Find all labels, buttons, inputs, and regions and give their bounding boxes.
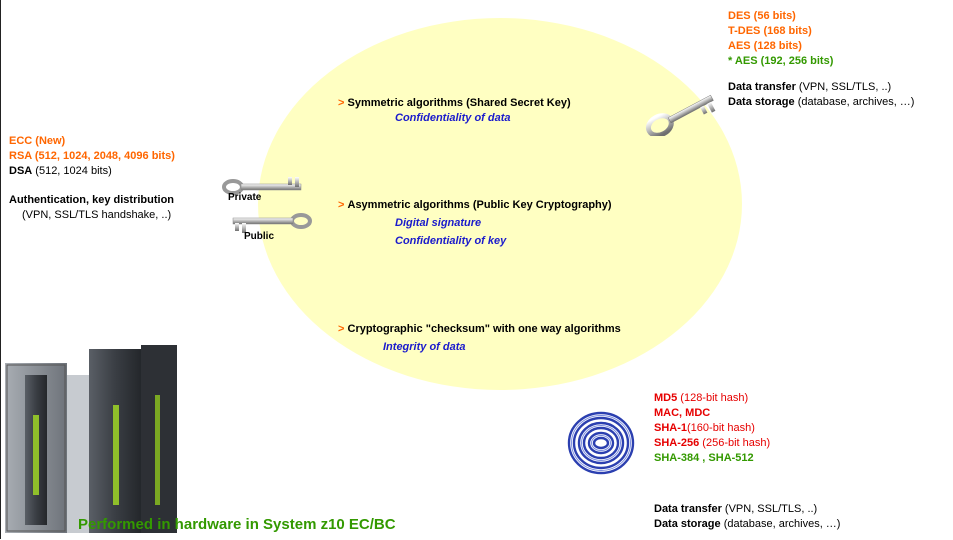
symmetric-purpose: Confidentiality of data (395, 112, 511, 124)
checksum-purpose: Integrity of data (383, 341, 466, 353)
public-key-label: Public (244, 231, 275, 242)
hash-panel: MD5 (128-bit hash) MAC, MDC SHA-1(160-bi… (654, 391, 840, 532)
cipher-des: DES (56 bits) (728, 10, 796, 22)
asymmetric-heading: > Asymmetric algorithms (Public Key Cryp… (338, 198, 612, 213)
symmetric-use-transfer: Data transfer (VPN, SSL/TLS, ..) (728, 81, 892, 93)
asymmetric-use-detail: (VPN, SSL/TLS handshake, ..) (22, 209, 172, 221)
hash-mac: MAC, MDC (654, 407, 711, 419)
dsa-label: DSA (512, 1024 bits) (9, 165, 112, 177)
hash-sha256: SHA-256 (256-bit hash) (654, 437, 771, 449)
cipher-aes-new: * AES (192, 256 bits) (728, 55, 834, 67)
rsa-label: RSA (512, 1024, 2048, 4096 bits) (9, 150, 175, 162)
hash-sha-new: SHA-384 , SHA-512 (654, 452, 754, 464)
asymmetric-panel: ECC (New) RSA (512, 1024, 2048, 4096 bit… (9, 134, 175, 223)
arrow-marker: > (338, 199, 345, 211)
asymmetric-purpose-1: Digital signature (395, 217, 482, 229)
mainframe-servers-image (5, 345, 177, 533)
arrow-marker: > (338, 97, 345, 109)
symmetric-use-storage: Data storage (database, archives, …) (728, 96, 915, 108)
checksum-label: Cryptographic "checksum" with one way al… (347, 323, 621, 335)
fingerprint-icon (567, 411, 635, 475)
arrow-marker: > (338, 323, 345, 335)
ecc-label: ECC (New) (9, 135, 66, 147)
private-key-label: Private (228, 192, 262, 203)
asymmetric-use-title: Authentication, key distribution (9, 194, 175, 206)
hash-md5: MD5 (128-bit hash) (654, 392, 749, 404)
hash-use-storage: Data storage (database, archives, …) (654, 518, 841, 530)
symmetric-label: Symmetric algorithms (Shared Secret Key) (347, 97, 571, 109)
symmetric-panel: DES (56 bits) T-DES (168 bits) AES (128 … (728, 9, 914, 110)
private-key-icon (222, 177, 302, 195)
hash-sha1: SHA-1(160-bit hash) (654, 422, 755, 434)
footer-title: Performed in hardware in System z10 EC/B… (78, 516, 396, 533)
hash-use-transfer: Data transfer (VPN, SSL/TLS, ..) (654, 503, 818, 515)
symmetric-heading: > Symmetric algorithms (Shared Secret Ke… (338, 96, 571, 111)
algorithms-ellipse (258, 18, 742, 390)
asymmetric-purpose-2: Confidentiality of key (395, 235, 507, 247)
checksum-heading: > Cryptographic "checksum" with one way … (338, 322, 621, 337)
cipher-tdes: T-DES (168 bits) (728, 25, 812, 37)
public-key-icon (232, 213, 312, 233)
secret-key-icon (645, 94, 716, 136)
left-border-line (0, 0, 1, 539)
asymmetric-label: Asymmetric algorithms (Public Key Crypto… (347, 199, 612, 211)
cipher-aes: AES (128 bits) (728, 40, 802, 52)
